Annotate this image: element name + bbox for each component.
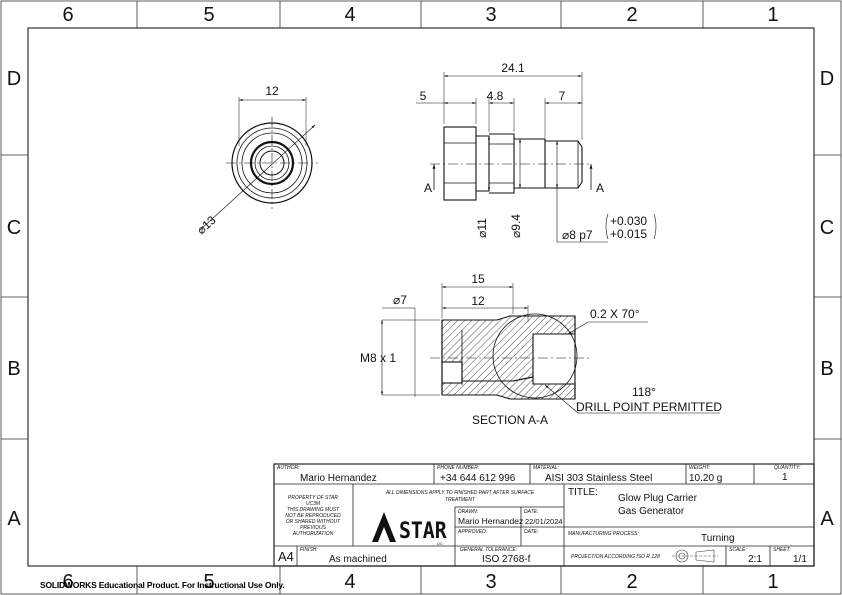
weight-label: WEIGHT: — [689, 465, 711, 471]
finish-label: FINISH: — [300, 547, 318, 553]
projection-label: PROJECTION ACCORDING ISO R 128 — [571, 554, 660, 560]
material-label: MATERIAL: — [533, 465, 560, 471]
row-label: A — [820, 508, 834, 530]
section-label: SECTION A-A — [472, 413, 548, 427]
svg-text:THIS DRAWING MUST: THIS DRAWING MUST — [287, 507, 340, 513]
dim-mid-length: 4.8 — [487, 89, 504, 103]
phone-value: +34 644 612 996 — [440, 473, 516, 484]
finish-value: As machined — [329, 554, 387, 565]
drawn-value: Mario Hernandez — [458, 516, 523, 526]
dim-front-width: 12 — [265, 84, 279, 98]
quantity-value: 1 — [782, 472, 788, 483]
inner-frame — [27, 27, 815, 567]
weight-value: 10.20 g — [689, 473, 722, 484]
dimensions-note: ALL DIMENSIONS APPLY TO FINISHED PART AF… — [385, 490, 535, 503]
zone-labels: 6 5 4 3 2 1 6 5 4 3 2 1 D C B A D C B A — [7, 4, 835, 593]
title-label: TITLE: — [568, 487, 598, 498]
date2-label: DATE: — [524, 529, 539, 535]
dim-hex-length: 5 — [420, 89, 427, 103]
svg-text:ALL DIMENSIONS APPLY TO FINISH: ALL DIMENSIONS APPLY TO FINISHED PART AF… — [385, 490, 535, 496]
col-label: 1 — [767, 4, 778, 26]
row-label: C — [7, 217, 21, 239]
section-mark-right: A — [596, 181, 604, 195]
title-line-1: Glow Plug Carrier — [618, 493, 698, 504]
process-value: Turning — [701, 533, 735, 544]
tolerance-label: GENERAL TOLERANCE: — [460, 547, 518, 553]
col-label: 2 — [626, 571, 637, 593]
col-label: 5 — [203, 4, 214, 26]
dim-diameter-11: ⌀11 — [475, 218, 489, 238]
col-label: 3 — [485, 4, 496, 26]
dim-spigot-length: 7 — [559, 89, 566, 103]
approved-label: APPROVED: — [457, 529, 488, 535]
row-label: D — [7, 68, 21, 90]
phone-label: PHONE NUMBER: — [437, 465, 480, 471]
row-label: B — [7, 358, 20, 380]
row-label: B — [820, 358, 833, 380]
scale-label: SCALE: — [729, 547, 747, 553]
title-block-grid — [273, 463, 815, 567]
star-logo: STAR UC — [372, 512, 447, 546]
col-label: 5 — [203, 571, 214, 593]
author-value: Mario Hernandez — [300, 473, 377, 484]
dim-diameter-9-4: ⌀9.4 — [509, 214, 523, 238]
section-cut-markers — [432, 164, 593, 190]
process-label: MANUFACTURING PROCESS: — [568, 531, 639, 537]
section-mark-left: A — [424, 181, 432, 195]
svg-text:PREVIOUS: PREVIOUS — [300, 525, 327, 531]
tolerance-lower: +0.015 — [610, 227, 647, 241]
col-label: 3 — [485, 571, 496, 593]
svg-text:NOT BE REPRODUCED: NOT BE REPRODUCED — [285, 513, 341, 519]
tolerance-value: ISO 2768-f — [482, 554, 531, 565]
svg-text:TREATMENT: TREATMENT — [445, 497, 476, 503]
svg-text:PROPERTY OF STAR: PROPERTY OF STAR — [288, 495, 338, 501]
date-label: DATE: — [524, 509, 539, 515]
date-value: 22/01/2024 — [525, 517, 563, 526]
property-notice: PROPERTY OF STAR UC3M THIS DRAWING MUST … — [285, 495, 341, 537]
tolerance-bracket — [605, 213, 657, 240]
front-view — [199, 97, 318, 231]
col-label: 4 — [344, 571, 355, 593]
sheet-number: 1/1 — [793, 554, 807, 565]
col-label: 2 — [626, 4, 637, 26]
col-label: 4 — [344, 4, 355, 26]
row-label: C — [820, 217, 834, 239]
side-view — [430, 126, 590, 201]
projection-symbol-icon — [672, 549, 718, 563]
dim-overall-length: 24.1 — [501, 61, 525, 75]
svg-text:STAR: STAR — [399, 518, 447, 543]
material-value: AISI 303 Stainless Steel — [545, 473, 652, 484]
drawn-label: DRAWN: — [458, 509, 479, 515]
title-line-2: Gas Generator — [618, 506, 685, 517]
scale-value: 2:1 — [748, 554, 762, 565]
sheet-label: SHEET: — [773, 547, 791, 553]
svg-text:UC: UC — [437, 541, 443, 546]
dim-section-length-15: 15 — [471, 272, 485, 286]
drill-point-note: DRILL POINT PERMITTED — [576, 400, 722, 414]
dim-drill-angle: 118° — [632, 385, 656, 399]
author-label: AUTHOR: — [276, 465, 300, 471]
svg-text:OR SHARED WITHOUT: OR SHARED WITHOUT — [286, 519, 341, 525]
section-view — [430, 313, 590, 400]
watermark: SOLIDWORKS Educational Product. For Inst… — [40, 580, 285, 590]
dim-thread: M8 x 1 — [360, 351, 396, 365]
sheet-size: A4 — [278, 549, 294, 564]
tolerance-upper: +0.030 — [610, 214, 647, 228]
dim-section-diameter-7: ⌀7 — [393, 293, 407, 307]
col-label: 6 — [62, 4, 73, 26]
section-dimensions — [380, 283, 720, 414]
dim-diameter-8-p7: ⌀8 p7 — [562, 228, 593, 242]
dim-section-length-12: 12 — [471, 294, 485, 308]
svg-text:UC3M: UC3M — [306, 501, 321, 507]
quantity-label: QUANTITY: — [774, 465, 801, 471]
row-label: D — [820, 68, 834, 90]
svg-text:AUTHORIZATION: AUTHORIZATION — [292, 531, 334, 537]
side-dimensions — [416, 72, 608, 243]
col-label: 1 — [767, 571, 778, 593]
dim-chamfer: 0.2 X 70° — [590, 307, 640, 321]
row-label: A — [7, 508, 21, 530]
col-label: 6 — [62, 571, 73, 593]
